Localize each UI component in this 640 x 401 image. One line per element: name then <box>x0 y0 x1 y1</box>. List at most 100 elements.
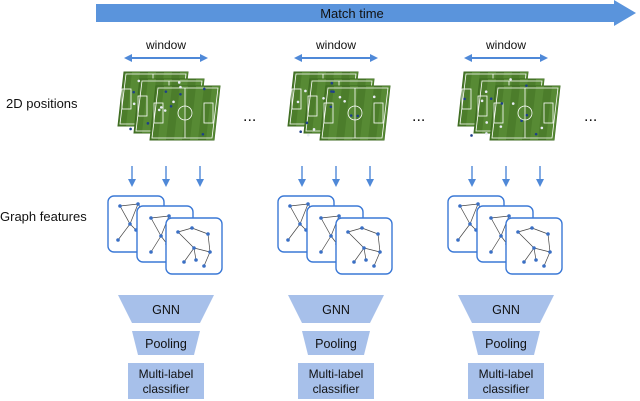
graph-node <box>468 222 472 226</box>
graph-edge <box>207 233 211 253</box>
graph-node <box>352 260 356 264</box>
pitch-stripe <box>514 86 528 140</box>
player-dot <box>179 85 182 89</box>
classifier-label-line1: Multi-label <box>479 367 534 381</box>
player-dot <box>201 132 205 136</box>
player-dot <box>172 100 175 104</box>
player-dot <box>330 90 333 93</box>
graph-node <box>167 214 171 218</box>
graph-edge <box>320 217 332 237</box>
player-dot <box>132 90 135 94</box>
pitch-penalty-box-left <box>137 95 148 117</box>
player-dot <box>299 130 302 134</box>
player-dot <box>312 127 316 131</box>
graph-node <box>456 238 460 242</box>
graph-edge <box>517 227 533 233</box>
graph-node <box>286 238 290 242</box>
graph-node <box>346 230 350 234</box>
graph-node <box>176 230 180 234</box>
gnn-label: GNN <box>492 303 520 317</box>
pitch-stripe <box>530 86 544 140</box>
pooling-module <box>472 331 540 355</box>
pitch-stripe <box>190 86 204 140</box>
player-dot <box>485 132 488 135</box>
window-label: window <box>485 38 526 52</box>
graph-node <box>128 222 132 226</box>
graph-node <box>118 204 122 208</box>
graph-edge <box>353 247 365 263</box>
pitch-penalty-box-left <box>323 102 334 124</box>
classifier-label-line1: Multi-label <box>309 367 364 381</box>
player-dot <box>540 126 544 130</box>
graph-edge <box>469 203 479 225</box>
player-dot <box>179 92 182 96</box>
graph-edge <box>150 215 170 219</box>
pitch-stripe <box>482 79 496 133</box>
player-dot <box>163 109 167 112</box>
pitch-stripe <box>312 79 326 133</box>
pitch-stripe <box>174 86 188 140</box>
player-dot <box>463 97 466 101</box>
ellipsis-1: ... <box>243 108 256 125</box>
graph-edge <box>287 223 301 241</box>
graph-edge <box>347 231 365 249</box>
graph-edge <box>543 251 551 267</box>
pooling-label: Pooling <box>145 337 187 351</box>
graph-node <box>546 232 550 236</box>
pitch-center-circle <box>517 105 533 121</box>
graph-node <box>208 250 212 254</box>
graph-edge <box>377 233 381 253</box>
player-dot <box>484 90 488 94</box>
graph-node <box>499 234 503 238</box>
graph-edge <box>129 203 139 225</box>
graph-node <box>194 258 198 262</box>
player-dot <box>329 105 333 109</box>
graph-node <box>507 214 511 218</box>
graph-edge <box>203 251 211 267</box>
graph-edge <box>299 203 309 225</box>
graph-edge <box>361 227 379 235</box>
graph-node <box>159 234 163 238</box>
graph-edge <box>119 205 131 225</box>
classifier-label-line2: classifier <box>313 382 360 396</box>
window-label: window <box>315 38 356 52</box>
player-dot <box>500 102 504 105</box>
player-dot <box>305 121 309 125</box>
pitch-stripe <box>126 72 140 126</box>
graph-card-front <box>505 217 563 275</box>
pitch-stripe <box>328 86 342 140</box>
graph-node <box>319 216 323 220</box>
gnn-module <box>458 295 554 323</box>
player-dot <box>132 102 136 106</box>
graph-edge <box>459 203 479 207</box>
player-dot <box>338 95 342 99</box>
graph-edge <box>119 203 139 207</box>
graph-node <box>364 258 368 262</box>
graph-node <box>116 238 120 242</box>
graph-edge <box>363 247 381 253</box>
graph-node <box>534 258 538 262</box>
graph-edge <box>533 247 551 253</box>
graph-node <box>319 250 323 254</box>
classifier-module <box>468 363 544 399</box>
player-dot <box>177 81 181 84</box>
graph-edge <box>150 235 162 253</box>
pitch-center-circle <box>347 105 363 121</box>
pooling-module <box>132 331 200 355</box>
positions-row-label: 2D positions <box>6 96 78 111</box>
window-label: window <box>145 38 186 52</box>
player-dot <box>169 104 173 108</box>
graph-node <box>149 250 153 254</box>
graph-card-front <box>165 217 223 275</box>
graph-edge <box>320 215 340 219</box>
graph-row-label: Graph features <box>0 209 87 224</box>
player-dot <box>322 97 325 100</box>
graph-edge <box>289 205 301 225</box>
ellipsis-3: ... <box>584 108 597 125</box>
graph-node <box>489 250 493 254</box>
player-dot <box>304 89 307 93</box>
player-dot <box>499 125 503 128</box>
graph-node <box>458 204 462 208</box>
